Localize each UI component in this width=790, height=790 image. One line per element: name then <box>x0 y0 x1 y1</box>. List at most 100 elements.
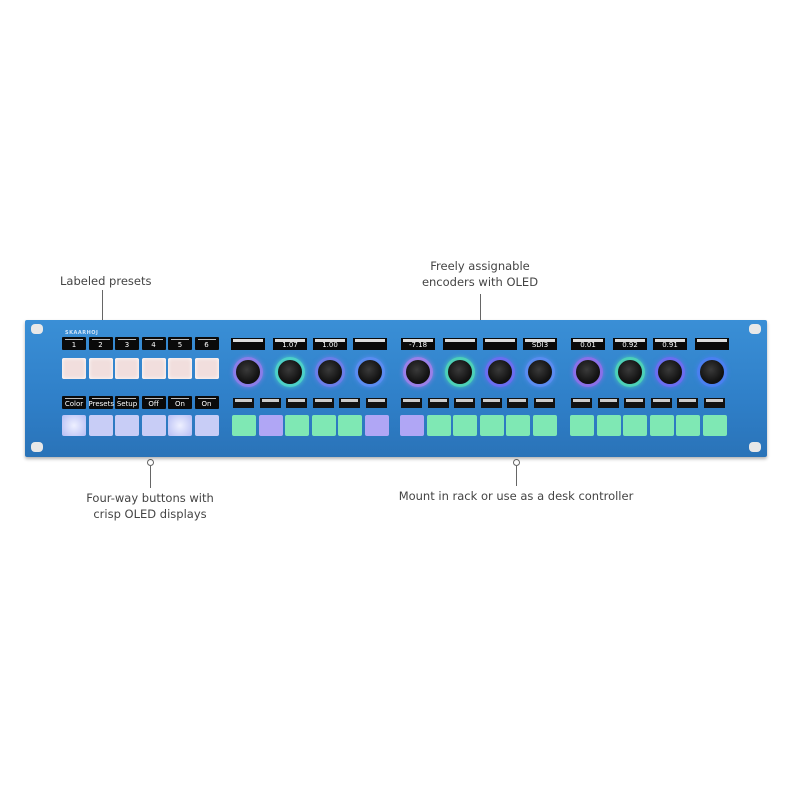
four-way-oled-display: On <box>194 396 219 409</box>
button-oled-display <box>703 398 725 408</box>
encoder-knob[interactable] <box>275 357 305 387</box>
button-oled-display <box>365 398 387 408</box>
function-button[interactable] <box>232 415 256 436</box>
function-button[interactable] <box>426 415 451 436</box>
rack-ear-hole <box>31 324 43 334</box>
button-oled-display <box>480 398 502 408</box>
preset-oled-display: 1 <box>62 337 86 350</box>
encoder-oled-display <box>353 338 387 350</box>
function-button[interactable] <box>676 415 700 436</box>
function-button[interactable] <box>596 415 621 436</box>
function-button[interactable] <box>570 415 594 436</box>
four-way-oled-display: Off <box>141 396 166 409</box>
four-way-button[interactable] <box>62 415 86 436</box>
button-oled-display <box>677 398 698 408</box>
encoder-knob[interactable] <box>403 357 433 387</box>
function-button[interactable] <box>623 415 647 436</box>
annotation-presets: Labeled presets <box>60 274 152 288</box>
button-oled-display <box>624 398 645 408</box>
four-way-oled-display: Color <box>62 396 86 409</box>
rack-ear-hole <box>749 442 761 452</box>
button-oled-display <box>597 398 619 408</box>
encoder-oled-display <box>483 338 517 350</box>
encoder-knob[interactable] <box>615 357 645 387</box>
function-button[interactable] <box>506 415 530 436</box>
button-oled-display <box>533 398 555 408</box>
encoder-oled-display: 0.01 <box>571 338 605 350</box>
button-oled-display <box>312 398 334 408</box>
function-button[interactable] <box>479 415 504 436</box>
preset-button[interactable] <box>141 358 166 379</box>
encoder-oled-display: 0.92 <box>613 338 647 350</box>
annotation-buttons-line1: Four-way buttons with <box>86 491 214 505</box>
four-way-button[interactable] <box>168 415 192 436</box>
function-button[interactable] <box>311 415 336 436</box>
button-oled-display <box>233 398 254 408</box>
four-way-button[interactable] <box>141 415 166 436</box>
encoder-oled-display <box>443 338 477 350</box>
button-oled-display <box>339 398 360 408</box>
four-way-button[interactable] <box>115 415 139 436</box>
preset-button[interactable] <box>88 358 113 379</box>
button-oled-display <box>571 398 592 408</box>
four-way-oled-display: On <box>168 396 192 409</box>
function-button[interactable] <box>453 415 477 436</box>
preset-oled-display: 2 <box>88 337 113 350</box>
function-button[interactable] <box>338 415 362 436</box>
encoder-oled-display: -7.18 <box>401 338 435 350</box>
encoder-knob[interactable] <box>485 357 515 387</box>
annotation-buttons: Four-way buttons with crisp OLED displays <box>60 490 240 522</box>
button-oled-display <box>286 398 307 408</box>
preset-oled-display: 5 <box>168 337 192 350</box>
encoder-knob[interactable] <box>233 357 263 387</box>
button-oled-display <box>427 398 449 408</box>
preset-button[interactable] <box>194 358 219 379</box>
function-button[interactable] <box>649 415 674 436</box>
encoder-knob[interactable] <box>445 357 475 387</box>
button-oled-display <box>650 398 672 408</box>
button-oled-display <box>401 398 422 408</box>
encoder-oled-display: 1.07 <box>273 338 307 350</box>
annotation-encoders: Freely assignable encoders with OLED <box>400 258 560 290</box>
preset-button[interactable] <box>115 358 139 379</box>
encoder-knob[interactable] <box>315 357 345 387</box>
four-way-oled-display: Setup <box>115 396 139 409</box>
four-way-oled-display: Presets <box>88 396 114 409</box>
callout-dot <box>513 459 520 466</box>
four-way-button[interactable] <box>194 415 219 436</box>
function-button[interactable] <box>532 415 557 436</box>
preset-oled-display: 4 <box>141 337 166 350</box>
encoder-knob[interactable] <box>525 357 555 387</box>
annotation-buttons-line2: crisp OLED displays <box>93 507 207 521</box>
encoder-oled-display: 1.00 <box>313 338 347 350</box>
button-oled-display <box>259 398 281 408</box>
preset-oled-display: 6 <box>194 337 219 350</box>
button-oled-display <box>454 398 475 408</box>
rack-ear-hole <box>31 442 43 452</box>
preset-button[interactable] <box>62 358 86 379</box>
brand-logo: SKAARHOJ <box>65 330 99 336</box>
encoder-oled-display: 0.91 <box>653 338 687 350</box>
annotation-encoders-line1: Freely assignable <box>430 259 530 273</box>
annotation-mount: Mount in rack or use as a desk controlle… <box>398 489 634 503</box>
encoder-oled-display <box>231 338 265 350</box>
preset-button[interactable] <box>168 358 192 379</box>
rack-ear-hole <box>749 324 761 334</box>
function-button[interactable] <box>400 415 424 436</box>
function-button[interactable] <box>258 415 283 436</box>
encoder-oled-display: SDI3 <box>523 338 557 350</box>
preset-oled-display: 3 <box>115 337 139 350</box>
function-button[interactable] <box>285 415 309 436</box>
button-oled-display <box>507 398 528 408</box>
encoder-knob[interactable] <box>697 357 727 387</box>
annotation-encoders-line2: encoders with OLED <box>421 275 539 289</box>
encoder-oled-display <box>695 338 729 350</box>
function-button[interactable] <box>364 415 389 436</box>
encoder-knob[interactable] <box>655 357 685 387</box>
encoder-knob[interactable] <box>355 357 385 387</box>
encoder-knob[interactable] <box>573 357 603 387</box>
four-way-button[interactable] <box>88 415 113 436</box>
callout-dot <box>147 459 154 466</box>
function-button[interactable] <box>702 415 727 436</box>
